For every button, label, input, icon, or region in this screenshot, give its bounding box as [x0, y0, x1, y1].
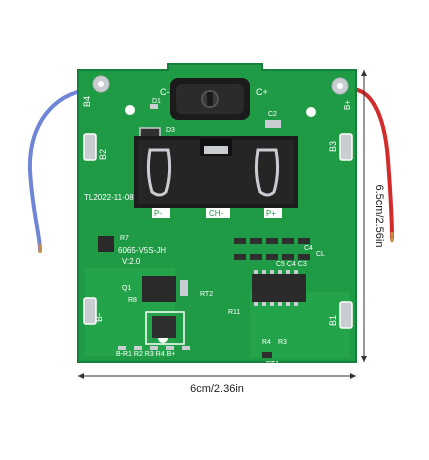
- label-q1: Q1: [122, 285, 131, 292]
- label-rt2: RT2: [200, 291, 213, 298]
- pad-label-b2: B2: [98, 149, 108, 160]
- label-d1: D1: [152, 98, 161, 105]
- label-r4: R4: [262, 339, 271, 346]
- model-code: 6065-V5S-JH: [118, 246, 166, 255]
- date-code: TL2022-11-08: [84, 193, 134, 202]
- width-label: 6cm/2.36in: [190, 383, 244, 395]
- red-wire: [338, 87, 394, 240]
- blue-wire: [27, 87, 98, 252]
- terminal-label-ch-minus: CH-: [209, 209, 224, 218]
- width-dimension: [78, 373, 356, 379]
- connector-label-c-minus: C-: [160, 87, 170, 97]
- pad-label-b1: B1: [328, 315, 338, 326]
- label-r11: R11: [228, 309, 240, 316]
- dc-connector: [170, 78, 250, 120]
- pad-label-b4: B4: [82, 96, 92, 107]
- height-label: 6.5cm/2.56in: [373, 185, 385, 248]
- terminal-label-p-plus: P+: [266, 209, 276, 218]
- label-cl: CL: [316, 251, 325, 258]
- pad-label-b-minus: B-: [94, 313, 104, 322]
- label-r3: R3: [278, 339, 287, 346]
- terminal-block: [134, 136, 298, 208]
- bms-ic: [252, 270, 306, 306]
- terminal-label-p-minus: P-: [154, 209, 162, 218]
- label-d3: D3: [166, 127, 175, 134]
- connector-label-c-plus: C+: [256, 87, 268, 97]
- label-resistor-row: B-R1 R2 R3 R4 B+: [116, 351, 175, 358]
- label-cap-row: C5 C4 C3: [276, 261, 307, 268]
- label-c2: C2: [268, 111, 277, 118]
- label-rt1: RT1: [266, 361, 279, 368]
- label-r8: R8: [128, 297, 137, 304]
- version-label: V:2.0: [122, 257, 141, 266]
- label-c4: C4: [304, 245, 313, 252]
- pad-label-b-plus: B+: [343, 100, 352, 110]
- label-r7: R7: [120, 235, 129, 242]
- height-dimension: [361, 70, 367, 362]
- pad-label-b3: B3: [328, 141, 338, 152]
